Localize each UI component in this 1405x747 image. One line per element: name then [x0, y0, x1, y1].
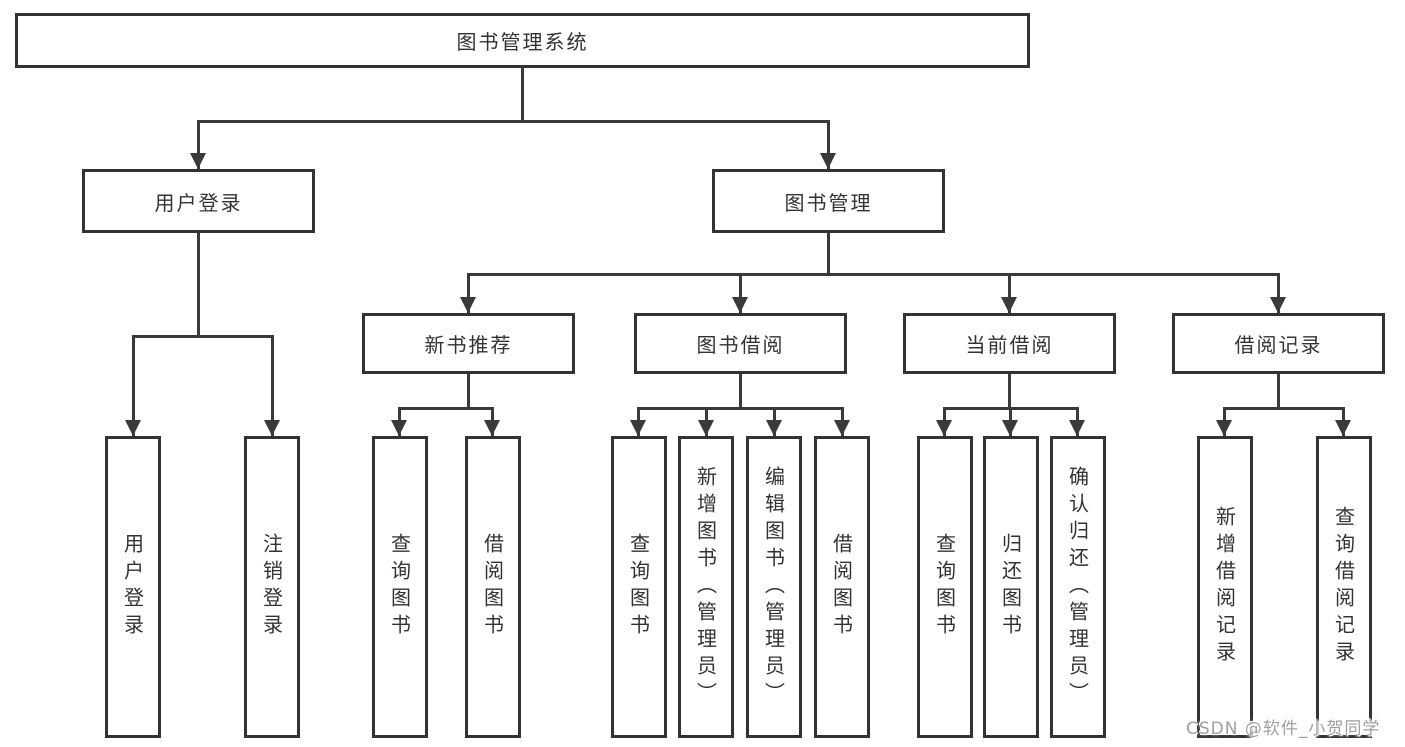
node-borrow-records: 借阅记录: [1172, 313, 1385, 374]
node-label: 借阅记录: [1234, 333, 1323, 357]
connector-book-borrow-branch: [637, 407, 844, 410]
leaf-logout: 注销登录: [244, 436, 300, 738]
arrowhead-icon: [936, 420, 952, 436]
connector-user-login-stem: [197, 233, 200, 335]
leaf-label: 新增图书（管理员）: [693, 465, 718, 709]
arrowhead-icon: [820, 153, 836, 169]
node-label: 图书管理系统: [456, 30, 589, 54]
connector-to-book-management: [827, 120, 830, 169]
node-new-books: 新书推荐: [362, 313, 575, 374]
arrowhead-icon: [125, 420, 141, 436]
arrowhead-icon: [1002, 420, 1018, 436]
leaf-label: 编辑图书（管理员）: [761, 465, 786, 709]
connector-new-books-branch: [398, 407, 494, 410]
connector-borrow-records-stem: [1277, 374, 1280, 407]
arrowhead-icon: [190, 153, 206, 169]
leaf-label: 新增借阅记录: [1212, 506, 1237, 668]
arrowhead-icon: [1069, 420, 1085, 436]
leaf-label: 借阅图书: [829, 533, 854, 641]
node-book-management: 图书管理: [712, 169, 945, 233]
leaf-label: 用户登录: [120, 533, 145, 641]
arrowhead-icon: [1270, 297, 1286, 313]
node-current-borrow: 当前借阅: [903, 313, 1116, 374]
connector-to-current-borrow: [1008, 273, 1011, 313]
arrowhead-icon: [732, 297, 748, 313]
leaf-query-books: 查询图书: [917, 436, 973, 738]
node-label: 图书借阅: [696, 333, 785, 357]
leaf-confirm-return-admin: 确认归还（管理员）: [1050, 436, 1106, 738]
arrowhead-icon: [766, 420, 782, 436]
connector-current-borrow-stem: [1008, 374, 1011, 407]
leaf-label: 查询借阅记录: [1331, 506, 1356, 668]
connector-to-user-login: [197, 120, 200, 169]
connector-root-stem: [521, 68, 524, 120]
connector-to-leaf: [271, 335, 274, 436]
leaf-user-login: 用户登录: [105, 436, 161, 738]
arrowhead-icon: [1001, 297, 1017, 313]
leaf-label: 归还图书: [998, 533, 1023, 641]
connector-borrow-records-branch: [1223, 407, 1345, 410]
connector-to-new-books: [467, 273, 470, 313]
arrowhead-icon: [698, 420, 714, 436]
arrowhead-icon: [1216, 420, 1232, 436]
leaf-query-books: 查询图书: [372, 436, 428, 738]
leaf-add-borrow-record: 新增借阅记录: [1197, 436, 1253, 738]
node-label: 当前借阅: [965, 333, 1054, 357]
connector-book-borrow-stem: [739, 374, 742, 407]
leaf-label: 注销登录: [259, 533, 284, 641]
arrowhead-icon: [1335, 420, 1351, 436]
leaf-label: 查询图书: [932, 533, 957, 641]
connector-to-borrow-records: [1277, 273, 1280, 313]
connector-book-management-branch: [467, 273, 1280, 276]
connector-root-branch: [197, 120, 830, 123]
arrowhead-icon: [484, 420, 500, 436]
leaf-borrow-books: 借阅图书: [465, 436, 521, 738]
connector-to-leaf: [132, 335, 135, 436]
connector-new-books-stem: [467, 374, 470, 407]
arrowhead-icon: [264, 420, 280, 436]
leaf-query-books: 查询图书: [611, 436, 667, 738]
arrowhead-icon: [630, 420, 646, 436]
connector-user-login-branch: [132, 335, 273, 338]
node-user-login: 用户登录: [82, 169, 315, 233]
node-label: 图书管理: [784, 190, 873, 215]
arrowhead-icon: [834, 420, 850, 436]
connector-book-management-stem: [827, 233, 830, 273]
leaf-label: 借阅图书: [480, 533, 505, 641]
csdn-watermark: CSDN @软件_小贺同学: [1186, 719, 1381, 739]
node-label: 新书推荐: [424, 333, 513, 357]
node-root-library-system: 图书管理系统: [15, 13, 1030, 68]
connector-to-book-borrow: [739, 273, 742, 313]
leaf-return-books: 归还图书: [983, 436, 1039, 738]
node-book-borrow: 图书借阅: [634, 313, 847, 374]
leaf-edit-books-admin: 编辑图书（管理员）: [746, 436, 802, 738]
leaf-borrow-books: 借阅图书: [814, 436, 870, 738]
leaf-label: 确认归还（管理员）: [1065, 465, 1090, 709]
leaf-label: 查询图书: [387, 533, 412, 641]
leaf-add-books-admin: 新增图书（管理员）: [678, 436, 734, 738]
leaf-query-borrow-record: 查询借阅记录: [1316, 436, 1372, 738]
leaf-label: 查询图书: [626, 533, 651, 641]
arrowhead-icon: [391, 420, 407, 436]
node-label: 用户登录: [154, 190, 243, 215]
arrowhead-icon: [460, 297, 476, 313]
